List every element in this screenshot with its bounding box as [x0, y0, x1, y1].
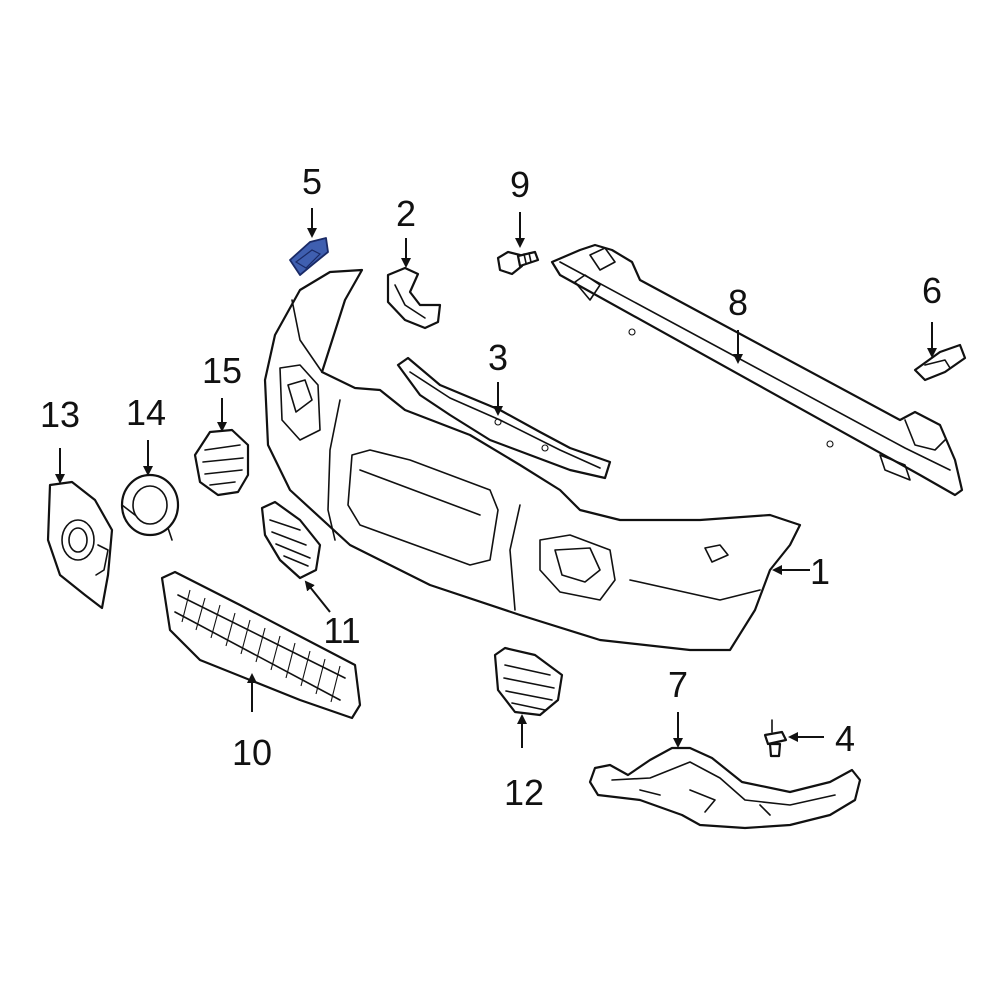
callout-6: 6 — [922, 270, 942, 311]
part-11-side-grille[interactable] — [260, 500, 322, 580]
callout-labels: 5 2 9 3 8 6 1 4 7 15 14 13 11 10 12 — [40, 161, 942, 813]
part-4-push-clip[interactable] — [763, 719, 788, 758]
part-15-fog-grille[interactable] — [193, 428, 250, 497]
callout-9: 9 — [510, 164, 530, 205]
callout-7: 7 — [668, 664, 688, 705]
callout-1: 1 — [810, 551, 830, 592]
part-10-lower-grille[interactable] — [160, 570, 362, 720]
callout-4: 4 — [835, 718, 855, 759]
part-9-bolt[interactable] — [496, 250, 540, 276]
callout-11: 11 — [323, 610, 360, 651]
callout-8: 8 — [728, 282, 748, 323]
part-3-upper-bracket[interactable] — [396, 356, 612, 480]
part-6-clip[interactable] — [913, 343, 967, 382]
part-12-side-grille[interactable] — [493, 646, 564, 717]
callout-2: 2 — [396, 193, 416, 234]
part-13-fog-cover[interactable] — [46, 480, 114, 610]
part-2-bracket[interactable] — [386, 266, 442, 330]
callout-13: 13 — [40, 394, 80, 435]
part-1-bumper-cover[interactable] — [263, 268, 802, 652]
part-14-bezel-ring[interactable] — [120, 473, 180, 541]
part-8-reinforcement-beam[interactable] — [550, 243, 964, 497]
part-7-lower-stay[interactable] — [588, 746, 862, 830]
callout-3: 3 — [488, 337, 508, 378]
leader-lines — [55, 208, 937, 748]
part-5-clip-highlighted[interactable] — [289, 237, 329, 276]
callout-5: 5 — [302, 161, 322, 202]
callout-10: 10 — [232, 732, 272, 773]
callout-14: 14 — [126, 392, 166, 433]
callout-12: 12 — [504, 772, 544, 813]
callout-15: 15 — [202, 350, 242, 391]
